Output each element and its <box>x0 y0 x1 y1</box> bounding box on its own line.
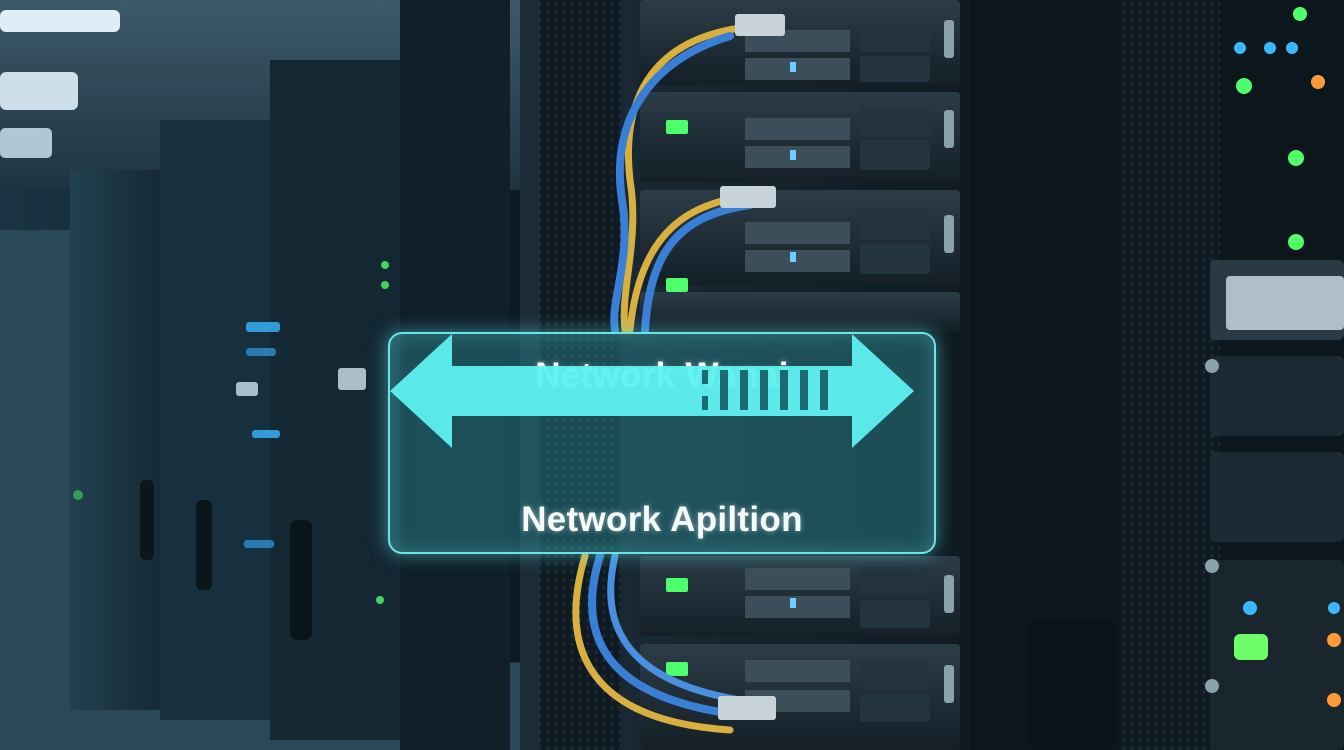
right-unit <box>1210 356 1344 436</box>
rack-left-3 <box>270 60 400 740</box>
cable-connectors <box>718 14 785 720</box>
network-overlay-panel: Network Wanai Network Apiltion <box>388 332 936 554</box>
right-unit-label <box>1226 276 1344 330</box>
drive-trays <box>860 26 930 722</box>
ceiling-light <box>0 72 78 110</box>
right-unit <box>1210 560 1344 750</box>
rack-handle <box>290 520 312 640</box>
ceiling-light <box>0 128 52 158</box>
right-rack-handle <box>1028 620 1118 750</box>
ceiling-light <box>0 10 120 32</box>
unit-status-leds <box>666 120 688 676</box>
rack-left-1 <box>70 170 160 710</box>
unit-blue-leds <box>790 62 796 608</box>
rack-left-2 <box>160 120 270 720</box>
right-rack-mesh <box>1120 0 1220 750</box>
left-led-strips <box>73 261 389 604</box>
double-arrow-icon <box>390 334 914 448</box>
rack-handle <box>140 480 154 560</box>
rack-handle <box>196 500 212 590</box>
rack-latches <box>944 20 954 703</box>
right-unit <box>1210 452 1344 542</box>
overlay-title-bottom: Network Apiltion <box>521 500 803 539</box>
right-leds <box>1205 7 1341 707</box>
rack-far <box>0 230 70 710</box>
network-cables <box>572 24 764 734</box>
drive-bays <box>745 30 850 712</box>
